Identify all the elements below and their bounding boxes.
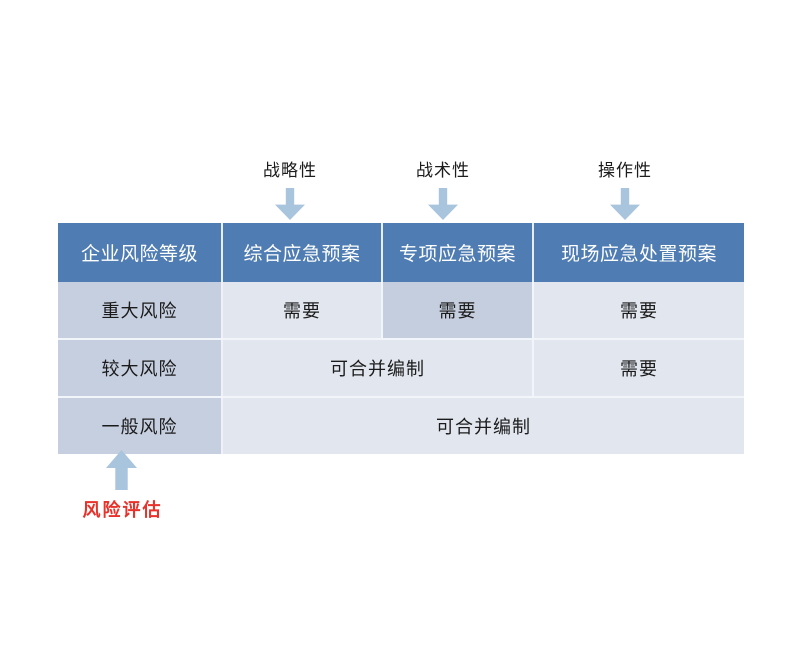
arrow-down-icon — [428, 188, 458, 220]
matrix-table: 企业风险等级 综合应急预案 专项应急预案 现场应急处置预案 重大风险 需要 需要… — [58, 223, 744, 454]
arrow-down-icon — [610, 188, 640, 220]
table-row: 较大风险 可合并编制 需要 — [58, 339, 744, 398]
annotation-label: 操作性 — [598, 161, 652, 180]
row-header-general-risk: 一般风险 — [58, 397, 223, 454]
row-header-large-risk: 较大风险 — [58, 339, 223, 398]
annotation-label: 战术性 — [416, 161, 470, 180]
cell-major-comprehensive: 需要 — [222, 282, 383, 340]
header-row: 企业风险等级 综合应急预案 专项应急预案 现场应急处置预案 — [58, 223, 744, 282]
annotation-operational: 操作性 — [555, 160, 695, 220]
cell-major-onsite: 需要 — [533, 282, 744, 340]
column-header-special-plan: 专项应急预案 — [382, 223, 534, 282]
row-header-major-risk: 重大风险 — [58, 282, 223, 340]
arrow-down-icon — [275, 188, 305, 220]
table-row: 一般风险 可合并编制 — [58, 397, 744, 454]
annotation-tactical: 战术性 — [373, 160, 513, 220]
risk-plan-matrix: 企业风险等级 综合应急预案 专项应急预案 现场应急处置预案 重大风险 需要 需要… — [58, 223, 744, 454]
column-header-onsite-plan: 现场应急处置预案 — [533, 223, 744, 282]
table-body: 重大风险 需要 需要 需要 较大风险 可合并编制 需要 一般风险 可合并编制 — [58, 282, 744, 454]
annotation-label: 战略性 — [263, 161, 317, 180]
cell-major-special: 需要 — [382, 282, 534, 340]
table-row: 重大风险 需要 需要 需要 — [58, 282, 744, 340]
cell-large-merged: 可合并编制 — [222, 339, 534, 398]
column-header-risk-level: 企业风险等级 — [58, 223, 223, 282]
table-header: 企业风险等级 综合应急预案 专项应急预案 现场应急处置预案 — [58, 223, 744, 282]
annotation-strategic: 战略性 — [220, 160, 360, 220]
column-header-comprehensive-plan: 综合应急预案 — [222, 223, 383, 282]
cell-large-onsite: 需要 — [533, 339, 744, 398]
arrow-up-icon — [106, 450, 137, 490]
risk-assessment-caption: 风险评估 — [82, 500, 163, 520]
cell-general-merged: 可合并编制 — [222, 397, 744, 454]
